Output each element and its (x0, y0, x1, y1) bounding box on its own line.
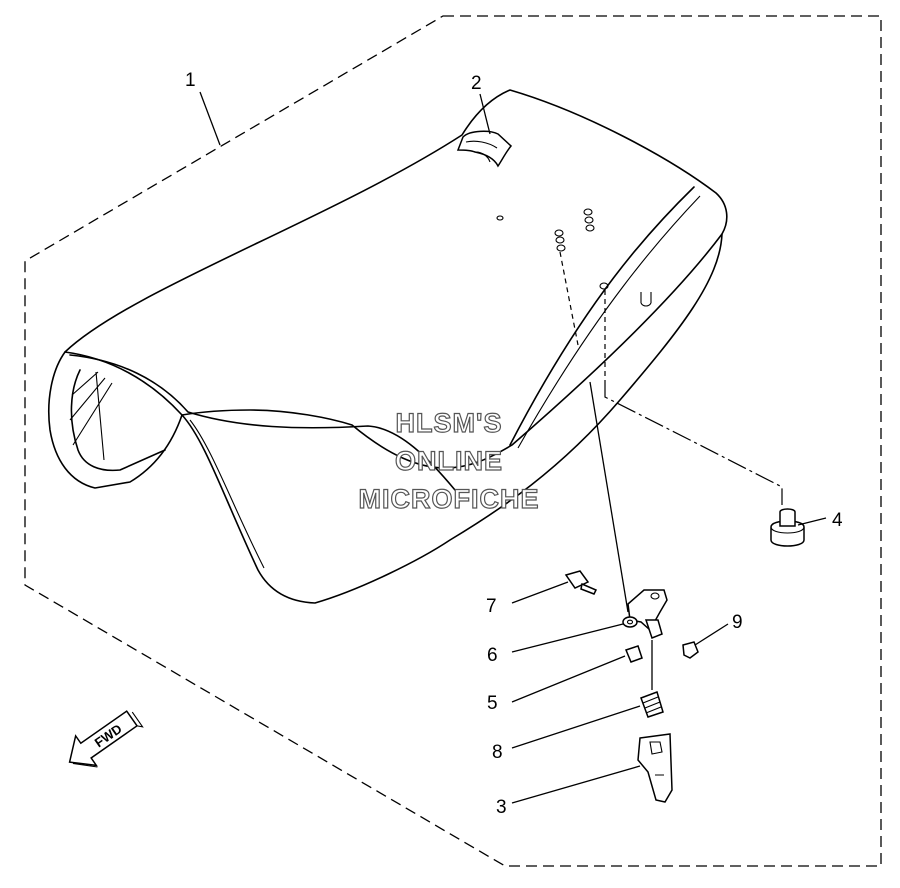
bracket-tab (644, 619, 663, 639)
watermark-line-2: ONLINE (395, 446, 503, 476)
fwd-arrow-icon (68, 710, 139, 767)
seat-hole-c (599, 282, 609, 290)
callout-2: 2 (471, 73, 482, 94)
callout-1: 1 (185, 70, 196, 91)
seat-assembly[interactable] (47, 89, 728, 604)
hook-cut (649, 741, 664, 776)
washer-6[interactable] (622, 616, 638, 628)
callout-7: 7 (486, 596, 497, 617)
hidden-line-stud-to-bracket (559, 251, 579, 346)
spring-coil-lines (642, 696, 662, 714)
callout-8: 8 (492, 742, 503, 763)
seat-lower-skirt-inner (189, 419, 265, 569)
callout-4: 4 (832, 510, 843, 531)
clip-body (682, 641, 699, 659)
seat-side-seam (509, 186, 695, 446)
leader-4 (797, 517, 827, 526)
damper-top (770, 526, 805, 534)
seat-stud-b (583, 208, 595, 232)
leader-lines (199, 91, 827, 804)
collar-body (624, 645, 643, 663)
seat-front-side-panel (47, 351, 183, 489)
callout-5: 5 (487, 693, 498, 714)
hook-plate (637, 733, 673, 803)
watermark-line-1: HLSM'S (396, 408, 503, 438)
leader-3 (511, 765, 641, 804)
spring-8[interactable] (640, 691, 664, 718)
seat-side-seam-inner (517, 195, 701, 449)
leader-2 (479, 93, 491, 135)
seat-front-ribs (69, 371, 113, 461)
seat-lower-skirt (181, 233, 723, 604)
fwd-arrow-shadow (72, 711, 144, 768)
seat-bracket[interactable] (627, 589, 668, 639)
strap-body (456, 130, 513, 168)
washer-hole (626, 619, 634, 625)
bolt-shank (580, 582, 598, 595)
clip-9[interactable] (682, 641, 699, 659)
spring-coils (640, 691, 664, 718)
callout-9: 9 (732, 612, 743, 633)
damper-stem (779, 508, 796, 527)
leader-7 (511, 581, 569, 604)
callout-3: 3 (496, 797, 507, 818)
seat-hole-d (640, 292, 652, 307)
leader-1 (199, 91, 221, 146)
seat-top-outline (64, 89, 728, 469)
assembly-boundary-frame (24, 15, 882, 867)
seat-strap[interactable] (456, 130, 513, 168)
seat-hole-small (496, 215, 504, 221)
leader-8 (511, 705, 641, 749)
seat-front-opening-inner (70, 369, 166, 472)
seat-hook-3[interactable] (637, 733, 673, 803)
seat-piping-seam (69, 354, 456, 491)
leader-9 (694, 623, 729, 646)
bracket-hole (650, 592, 660, 600)
washer-ring (622, 616, 638, 628)
centerline-bracket (589, 381, 629, 613)
leader-5 (511, 655, 626, 703)
forward-direction-arrow: FWD (68, 710, 144, 768)
chain-line-to-damper (604, 380, 783, 505)
strap-fold (465, 140, 498, 163)
watermark-line-3: MICROFICHE (359, 484, 540, 514)
seat-damper[interactable] (770, 508, 805, 547)
callout-6: 6 (487, 645, 498, 666)
collar-5[interactable] (624, 645, 643, 663)
seat-stud-a (554, 229, 566, 252)
bolt-7[interactable] (564, 570, 598, 595)
leader-6 (511, 623, 624, 653)
